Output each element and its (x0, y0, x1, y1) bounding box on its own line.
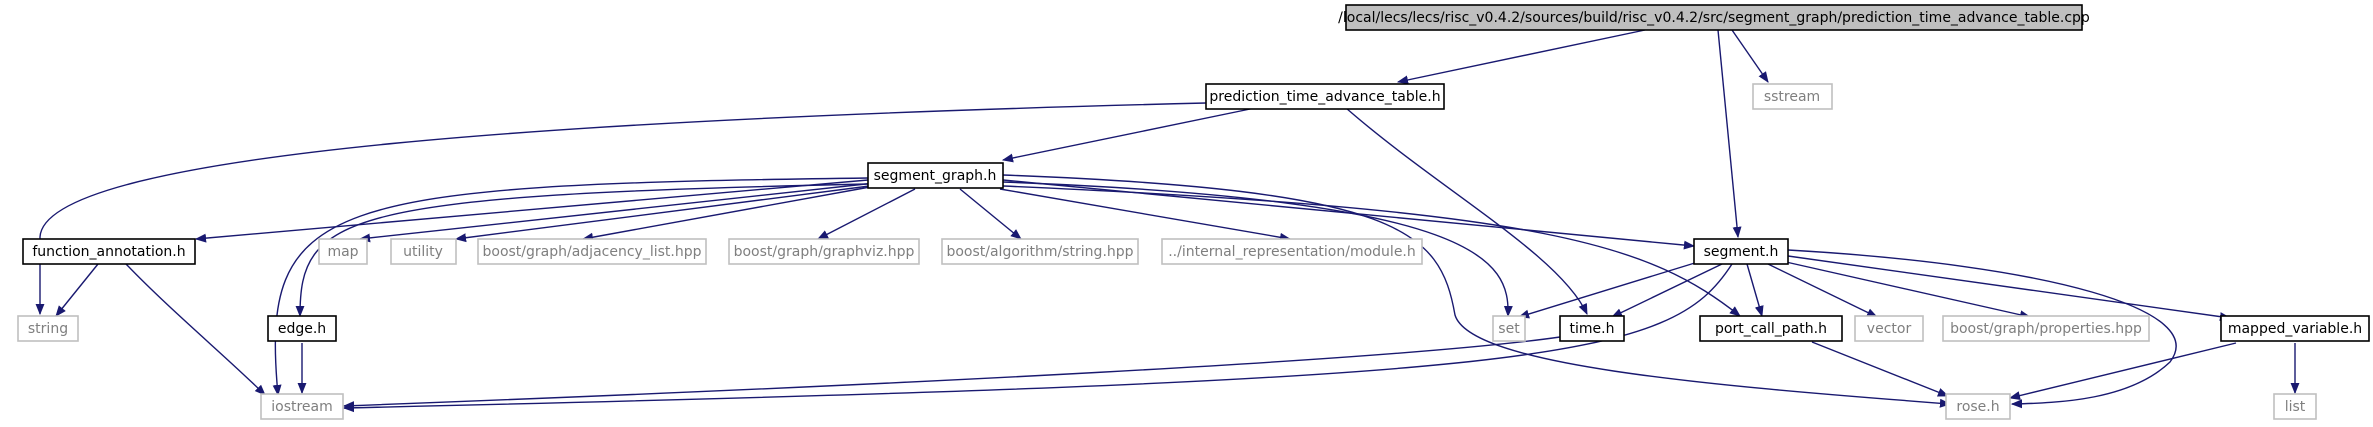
edge-segment-h-to-iostream (342, 263, 1733, 413)
node-list[interactable]: list (2273, 393, 2317, 420)
edge-segment-graph-to-algorithm-string (959, 188, 1022, 240)
svg-text:../internal_representation/mod: ../internal_representation/module.h (1168, 244, 1416, 260)
svg-text:segment_graph.h: segment_graph.h (874, 168, 997, 184)
svg-text:rose.h: rose.h (1956, 399, 1999, 415)
svg-text:set: set (1498, 321, 1520, 337)
edge-root-to-prediction-h (1396, 29, 1646, 85)
edge-prediction-h-to-string (35, 102, 1207, 316)
svg-text:function_annotation.h: function_annotation.h (32, 244, 185, 260)
node-rose-h[interactable]: rose.h (1945, 393, 2011, 420)
edge-segment-h-to-vector (1767, 263, 1879, 318)
svg-text:port_call_path.h: port_call_path.h (1715, 321, 1827, 337)
svg-text:map: map (327, 244, 358, 260)
node-boost-graphviz[interactable]: boost/graph/graphviz.hpp (728, 238, 920, 265)
node-boost-properties[interactable]: boost/graph/properties.hpp (1942, 315, 2150, 342)
edge-segment-graph-to-port-call-path (1002, 185, 1741, 317)
svg-text:boost/graph/graphviz.hpp: boost/graph/graphviz.hpp (734, 244, 915, 260)
nodes: /local/lecs/lecs/risc_v0.4.2/sources/bui… (17, 4, 2370, 420)
node-module-h[interactable]: ../internal_representation/module.h (1161, 238, 1423, 265)
node-mapped-variable-h[interactable]: mapped_variable.h (2220, 315, 2370, 342)
node-function-annotation-h[interactable]: function_annotation.h (22, 238, 196, 265)
node-segment-h[interactable]: segment.h (1693, 238, 1789, 265)
edge-segment-graph-to-iostream (272, 177, 869, 397)
edge-segment-h-to-rose-h (1787, 249, 2177, 409)
svg-text:/local/lecs/lecs/risc_v0.4.2/s: /local/lecs/lecs/risc_v0.4.2/sources/bui… (1338, 10, 2090, 26)
edge-segment-graph-to-function-annotation (194, 179, 869, 243)
edge-segment-graph-to-module-h (999, 188, 1292, 242)
node-boost-adjacency-list[interactable]: boost/graph/adjacency_list.hpp (477, 238, 707, 265)
edge-segment-graph-to-graphviz (817, 188, 916, 240)
edge-segment-h-to-port-call-path (1746, 263, 1764, 318)
edge-root-to-sstream (1731, 29, 1769, 83)
edge-segment-h-to-mapped-variable (1787, 255, 2232, 322)
edge-mapped-variable-to-rose-h (2008, 342, 2237, 400)
svg-text:list: list (2285, 399, 2306, 415)
node-vector[interactable]: vector (1854, 315, 1924, 342)
node-root-source-file[interactable]: /local/lecs/lecs/risc_v0.4.2/sources/bui… (1338, 4, 2090, 31)
edge-segment-graph-to-edge-h (295, 183, 869, 318)
node-map[interactable]: map (318, 238, 368, 265)
svg-text:edge.h: edge.h (278, 321, 326, 337)
node-iostream[interactable]: iostream (260, 393, 344, 420)
edge-function-annotation-to-string (55, 263, 99, 317)
edge-root-to-segment-h (1717, 29, 1742, 239)
svg-text:vector: vector (1867, 321, 1912, 337)
svg-text:string: string (28, 321, 68, 337)
node-sstream[interactable]: sstream (1752, 83, 1833, 110)
node-prediction-time-advance-table-h[interactable]: prediction_time_advance_table.h (1205, 83, 1445, 110)
edge-segment-h-to-set (1517, 261, 1699, 319)
svg-text:iostream: iostream (271, 399, 333, 415)
edge-segment-graph-to-utility (454, 183, 886, 243)
node-set[interactable]: set (1492, 315, 1526, 342)
edge-function-annotation-to-iostream (125, 263, 266, 396)
edge-segment-graph-to-adjacency-list (581, 186, 871, 242)
node-string[interactable]: string (17, 315, 79, 342)
node-port-call-path-h[interactable]: port_call_path.h (1699, 315, 1843, 342)
node-segment-graph-h[interactable]: segment_graph.h (867, 162, 1004, 189)
svg-text:mapped_variable.h: mapped_variable.h (2228, 321, 2362, 337)
edge-segment-graph-to-rose-h (1002, 174, 1952, 408)
node-utility[interactable]: utility (390, 238, 457, 265)
edge-prediction-h-to-segment-graph-h (1001, 107, 1256, 163)
svg-text:time.h: time.h (1570, 321, 1615, 337)
edge-port-call-path-to-rose-h (1811, 341, 1950, 397)
svg-text:boost/graph/adjacency_list.hpp: boost/graph/adjacency_list.hpp (483, 244, 702, 260)
node-time-h[interactable]: time.h (1559, 315, 1625, 342)
edge-segment-graph-to-map (358, 182, 876, 243)
edge-time-h-to-iostream (342, 336, 1561, 411)
svg-text:utility: utility (403, 244, 443, 260)
svg-text:boost/algorithm/string.hpp: boost/algorithm/string.hpp (946, 244, 1133, 260)
edge-segment-h-to-time-h (1610, 263, 1723, 318)
edge-prediction-h-to-time-h (1345, 107, 1588, 316)
svg-text:prediction_time_advance_table.: prediction_time_advance_table.h (1209, 89, 1440, 105)
svg-text:segment.h: segment.h (1704, 244, 1779, 260)
node-edge-h[interactable]: edge.h (267, 315, 337, 342)
svg-text:boost/graph/properties.hpp: boost/graph/properties.hpp (1950, 321, 2142, 337)
edge-segment-h-to-properties (1785, 261, 2032, 320)
edges (35, 29, 2300, 413)
edge-segment-graph-to-set (1002, 181, 1513, 318)
node-boost-algorithm-string[interactable]: boost/algorithm/string.hpp (941, 238, 1139, 265)
svg-text:sstream: sstream (1764, 89, 1820, 105)
